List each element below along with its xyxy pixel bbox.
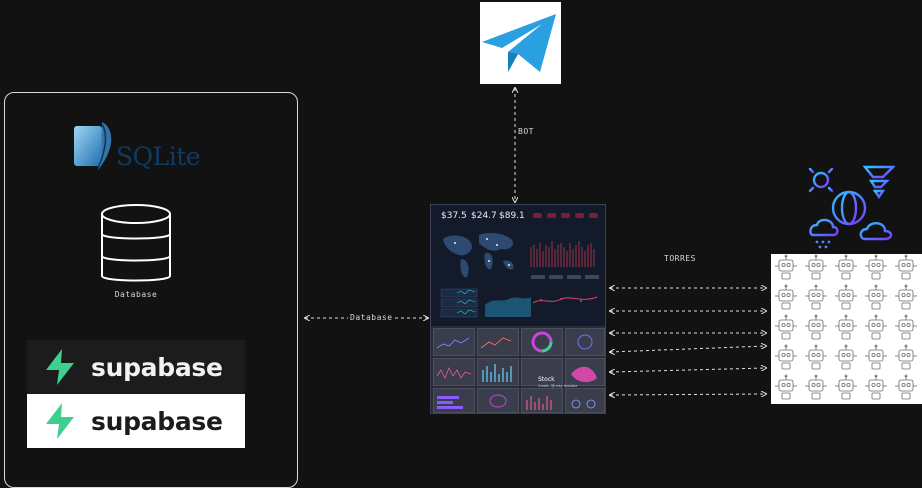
kpi-value: $89.1: [499, 211, 525, 221]
database-icon: [101, 204, 171, 282]
edge-label-torres: TORRES: [664, 254, 696, 263]
supabase-logo-dark: supabase: [27, 340, 245, 394]
tile-mini-charts: [436, 331, 597, 410]
dashboard-tile-grid: Stock Credit: @ricky feasible: [431, 326, 605, 413]
supabase-bolt-icon: [46, 349, 74, 385]
telegram-logo: [482, 14, 556, 72]
sqlite-feather-icon: [74, 122, 112, 170]
kpi-value: $37.5: [441, 211, 467, 221]
edge-label-bot: BOT: [516, 127, 536, 136]
dashboard-top-charts: [440, 213, 599, 318]
telegram-node: [480, 2, 561, 84]
robot-pattern: [771, 254, 922, 404]
supabase-bolt-icon: [46, 403, 74, 439]
torres-robot-pattern: [771, 254, 922, 404]
supabase-wordmark: supabase: [91, 406, 223, 436]
weather-icon: [803, 163, 895, 253]
supabase-logo-light: supabase: [27, 394, 245, 448]
sqlite-wordmark: SQLite: [116, 142, 201, 171]
kpi-value: $24.7: [471, 211, 497, 221]
dashboard-screenshot: $37.5 $24.7 $89.1: [430, 204, 606, 414]
edge-label-database: Database: [348, 313, 395, 322]
stock-credit: Credit: @ricky feasible: [538, 384, 578, 388]
supabase-wordmark: supabase: [91, 352, 223, 382]
stock-watermark: Stock: [538, 376, 555, 383]
database-label: Database: [114, 290, 158, 299]
